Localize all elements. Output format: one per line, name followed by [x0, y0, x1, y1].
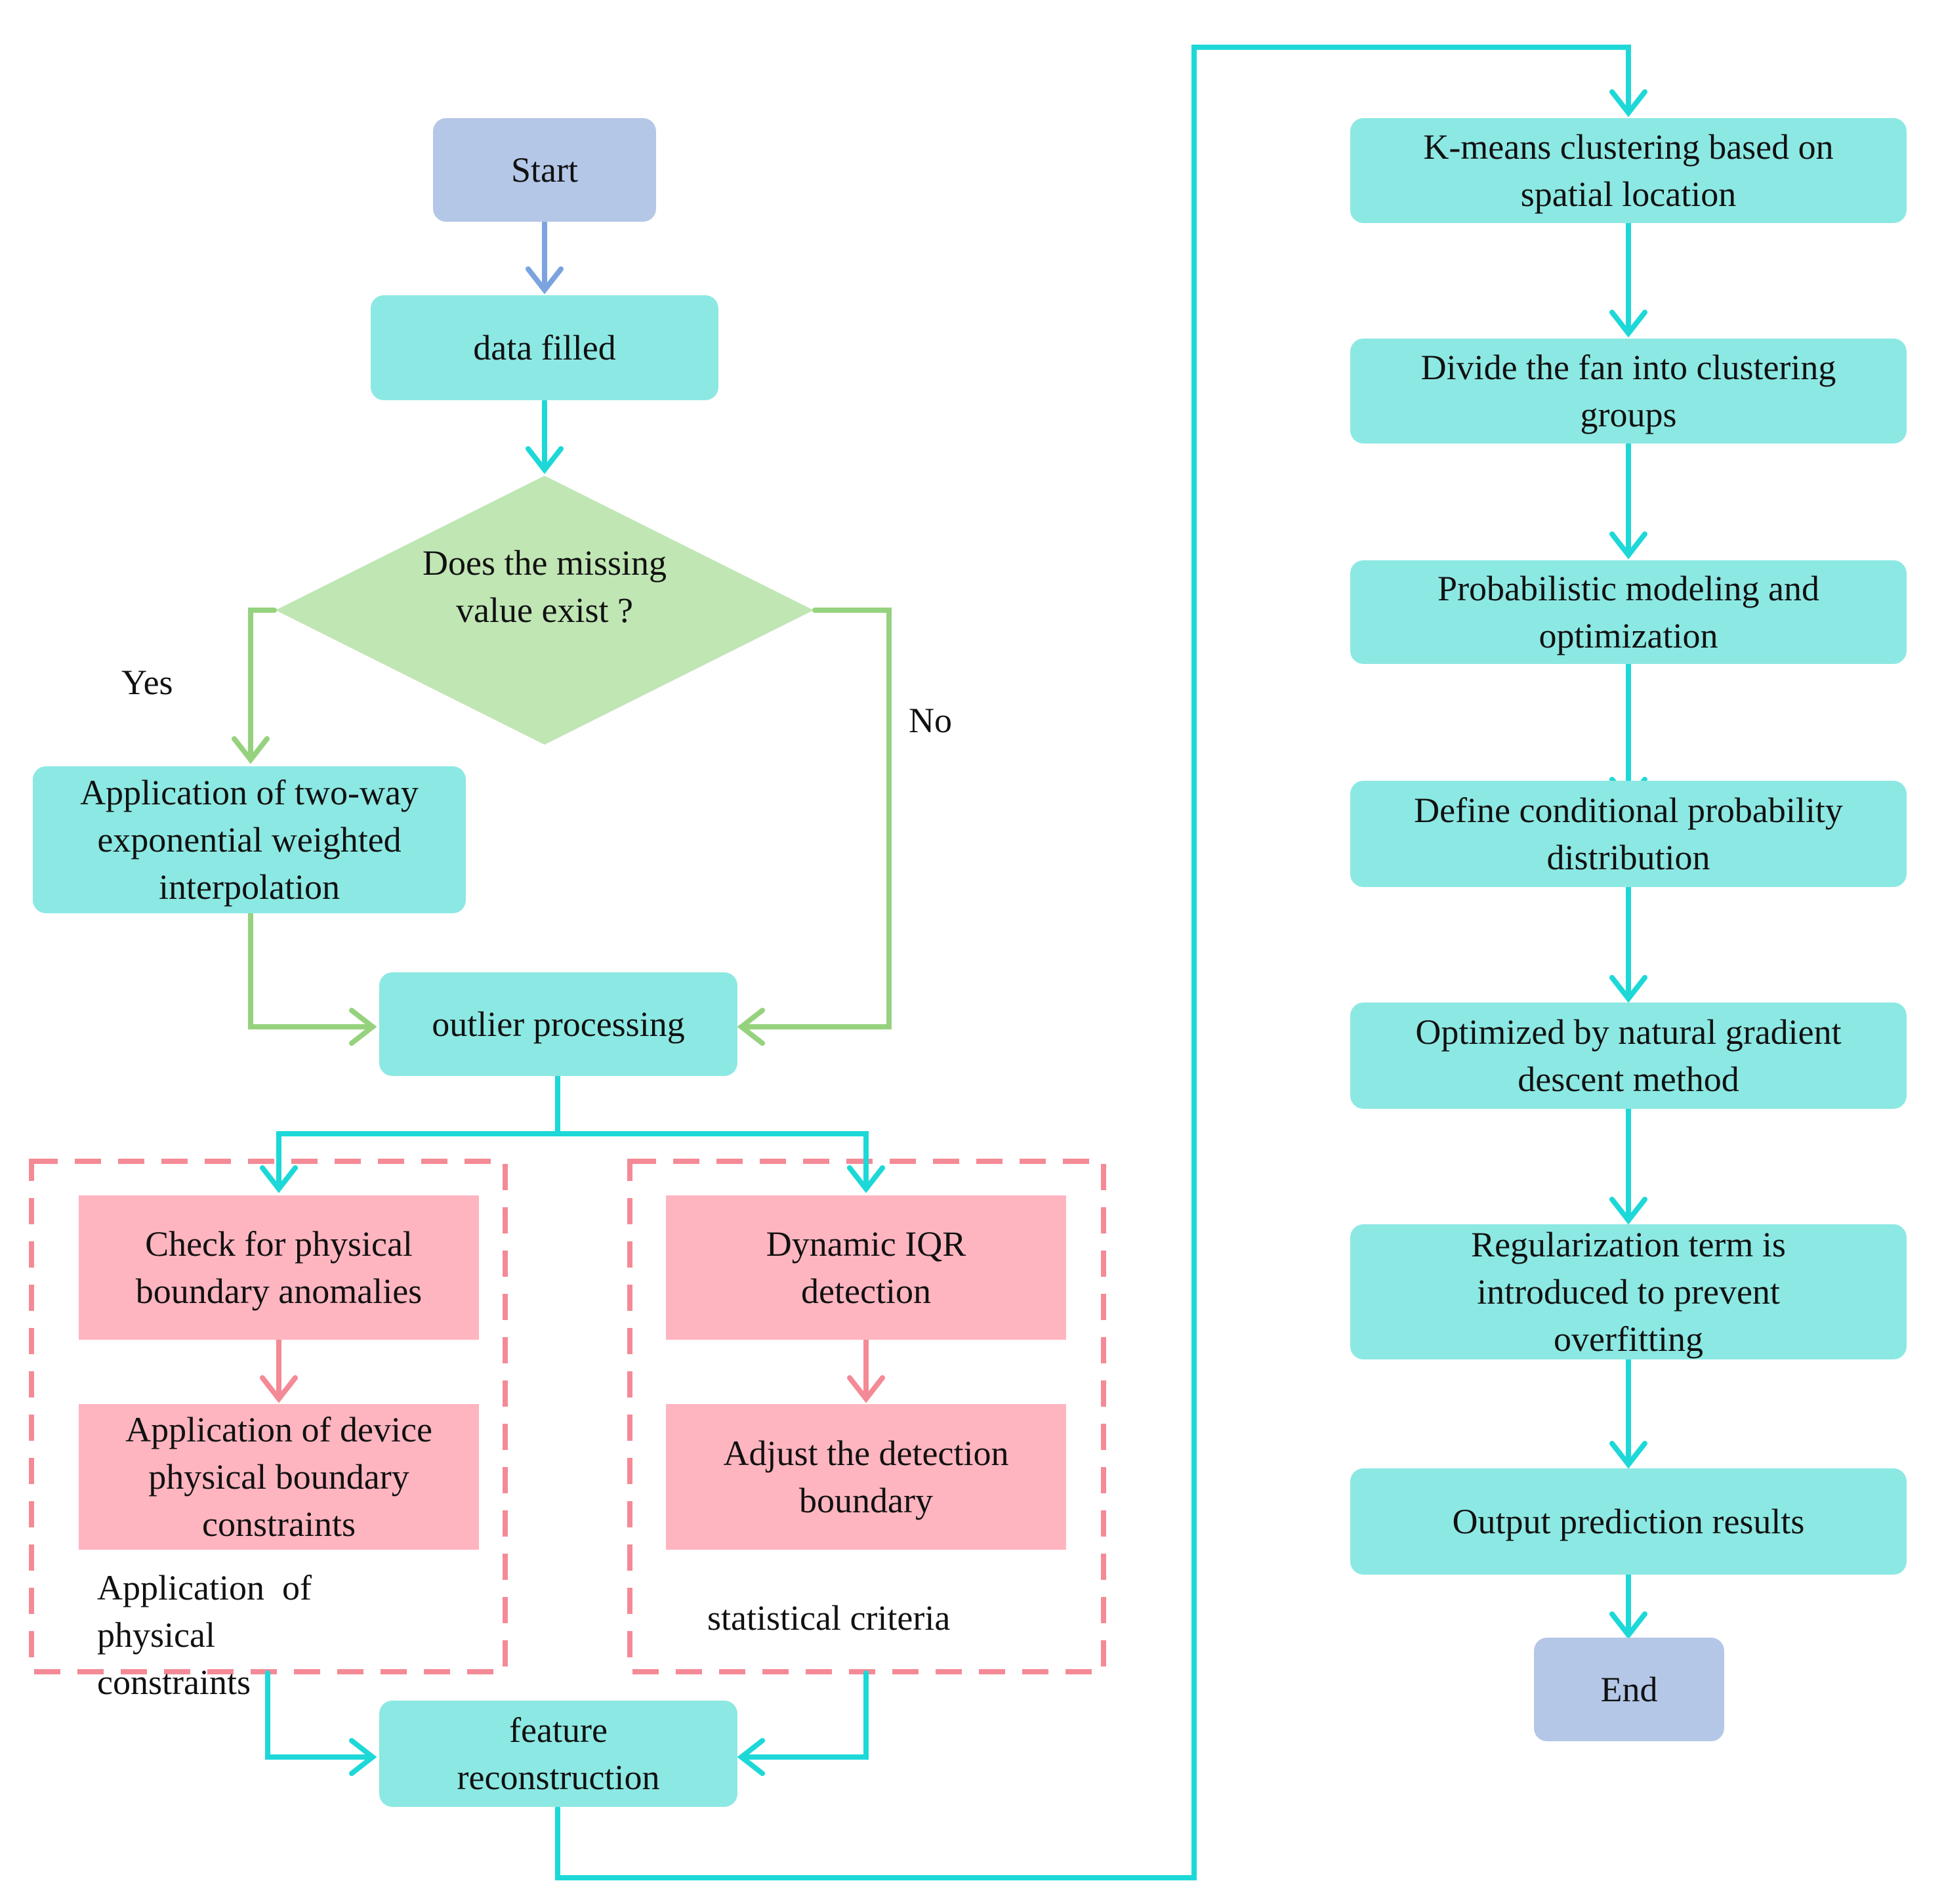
- probabilistic-modeling-node: Probabilistic modeling and optimization: [1350, 560, 1907, 664]
- group-physical-label: Application of physical constraints: [97, 1568, 321, 1702]
- arrow-check-to-device: [260, 1337, 298, 1403]
- arrow-data-filled-to-decision: [526, 399, 564, 474]
- arrow-feature-to-kmeans: [555, 45, 1647, 1880]
- interpolation-node: Application of two-way exponential weigh…: [33, 766, 466, 913]
- arrow-divide-to-prob: [1609, 441, 1647, 560]
- arrow-cond-to-natural: [1609, 884, 1647, 1003]
- data-filled-node: data filled: [371, 295, 718, 400]
- no-label: No: [909, 701, 952, 740]
- group-statistical-label: statistical criteria: [707, 1598, 951, 1638]
- arrow-natural-to-regularization: [1609, 1106, 1647, 1225]
- arrow-interpolation-to-outlier: [248, 911, 377, 1046]
- arrow-regularization-to-output: [1609, 1357, 1647, 1469]
- arrow-yes-to-interpolation: [232, 608, 277, 764]
- outlier-processing-node: outlier processing: [379, 972, 737, 1076]
- arrow-start-to-data-filled: [526, 220, 564, 295]
- check-physical-node: Check for physical boundary anomalies: [79, 1195, 479, 1340]
- arrow-output-to-end: [1609, 1572, 1647, 1640]
- arrow-outlier-split: [260, 1073, 885, 1193]
- dynamic-iqr-node: Dynamic IQR detection: [666, 1195, 1066, 1340]
- decision-diamond: [276, 476, 814, 745]
- arrow-physical-to-feature: [265, 1670, 377, 1776]
- arrow-no-to-outlier: [737, 608, 892, 1046]
- kmeans-node: K-means clustering based on spatial loca…: [1350, 118, 1907, 223]
- arrow-kmeans-to-divide: [1609, 220, 1647, 338]
- conditional-probability-node: Define conditional probability distribut…: [1350, 781, 1907, 887]
- regularization-node: Regularization term is introduced to pre…: [1350, 1224, 1907, 1359]
- natural-gradient-node: Optimized by natural gradient descent me…: [1350, 1003, 1907, 1109]
- adjust-boundary-node: Adjust the detection boundary: [666, 1404, 1066, 1550]
- start-node: Start: [433, 118, 656, 222]
- decision-text: Does the missing value exist ?: [423, 543, 667, 630]
- arrow-prob-to-cond: [1609, 661, 1647, 805]
- device-constraints-node: Application of device physical boundary …: [79, 1404, 479, 1550]
- yes-label: Yes: [121, 663, 173, 702]
- arrow-iqr-to-adjust: [847, 1337, 885, 1403]
- feature-reconstruction-node: feature reconstruction: [379, 1701, 737, 1807]
- output-results-node: Output prediction results: [1350, 1468, 1907, 1575]
- arrow-statistical-to-feature: [737, 1670, 869, 1776]
- end-node: End: [1534, 1638, 1724, 1741]
- divide-clusters-node: Divide the fan into clustering groups: [1350, 339, 1907, 444]
